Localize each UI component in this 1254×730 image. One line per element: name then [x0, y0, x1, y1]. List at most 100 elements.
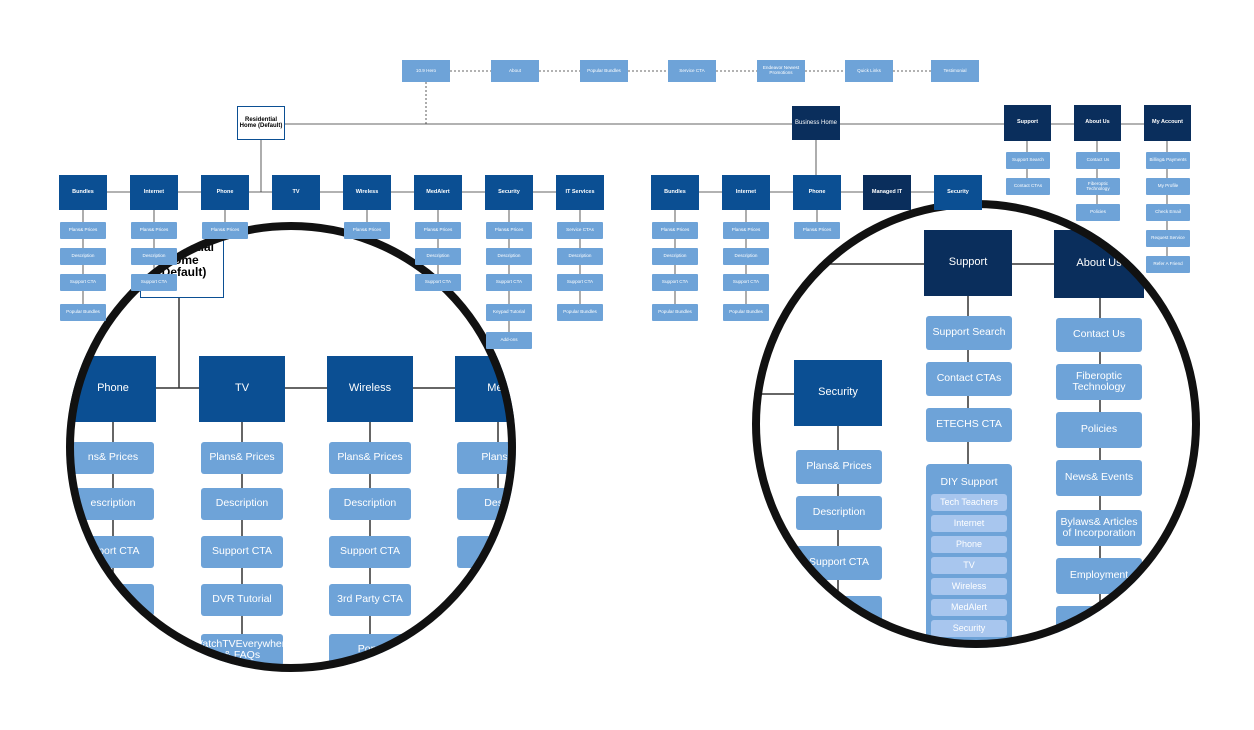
residential-subpage: Plans& Prices: [131, 222, 177, 239]
lens-subpage: Support CTA: [201, 536, 283, 568]
top-section-box: Quick Links: [845, 60, 893, 82]
business-subpage: Plans& Prices: [794, 222, 840, 239]
residential-subpage: Plans& Prices: [415, 222, 461, 239]
top-section-box: About: [491, 60, 539, 82]
residential-subpage: Popular Bundles: [60, 304, 106, 321]
lens-subpage: Plans&: [457, 442, 516, 474]
residential-subpage: Popular Bundles: [557, 304, 603, 321]
residential-subpage: Description: [415, 248, 461, 265]
residential-subpage: Plans& Prices: [60, 222, 106, 239]
lens-diy-support-item: Security: [931, 620, 1007, 637]
residential-subpage: Support CTA: [60, 274, 106, 291]
business-subpage: Popular Bundles: [723, 304, 769, 321]
lens-subpage: Support CTA: [329, 536, 411, 568]
utility-subpage: Fiberoptic Technology: [1076, 178, 1120, 195]
lens-subpage: ns& Prices: [72, 442, 154, 474]
lens-subpage: escription: [72, 488, 154, 520]
utility-subpage: Contact CTAs: [1006, 178, 1050, 195]
lens-category: TV: [199, 356, 285, 422]
residential-subpage: Service CTAs: [557, 222, 603, 239]
lens-subpage: WatchTVEverywhere & FAQs: [201, 634, 283, 666]
lens-diy-support-item: TV: [931, 557, 1007, 574]
lens-about-subpage: Employment: [1056, 558, 1142, 594]
lens-support-subpage: Contact CTAs: [926, 362, 1012, 396]
lens-diy-support-label: DIY Support: [940, 476, 998, 488]
business-subpage: Plans& Prices: [723, 222, 769, 239]
top-section-box: 10.9 Hero: [402, 60, 450, 82]
lens-subpage: Plans& Prices: [201, 442, 283, 474]
lens-subpage: Description: [329, 488, 411, 520]
utility-subpage: Check Email: [1146, 204, 1190, 221]
residential-subpage: Support CTA: [557, 274, 603, 291]
lens-diy-support-item: Tech Teachers: [931, 494, 1007, 511]
residential-subpage: Description: [557, 248, 603, 265]
utility-category: My Account: [1144, 105, 1191, 141]
lens-about-subpage: Bylaws& Articles of Incorporation: [1056, 510, 1142, 546]
residential-subpage: Description: [486, 248, 532, 265]
residential-category: Phone: [201, 175, 249, 210]
lens-security-subpage: Plans& Prices: [796, 450, 882, 484]
top-section-box: Service CTA: [668, 60, 716, 82]
lens-subpage: Plans& Prices: [329, 442, 411, 474]
business-category: Internet: [722, 175, 770, 210]
lens-about-subpage: Fiberoptic Technology: [1056, 364, 1142, 400]
lens-about-category: About Us: [1054, 230, 1144, 298]
business-category: Security: [934, 175, 982, 210]
lens-subpage: S: [457, 536, 516, 568]
lens-diy-support-item: Phone: [931, 536, 1007, 553]
lens-support-subpage: Support Search: [926, 316, 1012, 350]
lens-security-subpage-partial: [796, 596, 882, 630]
residential-subpage: Plans& Prices: [344, 222, 390, 239]
residential-subpage: Support CTA: [415, 274, 461, 291]
residential-subpage: Keypad Tutorial: [486, 304, 532, 321]
utility-subpage: Policies: [1076, 204, 1120, 221]
residential-subpage: Add-ons: [486, 332, 532, 349]
residential-home-root: Residential Home (Default): [237, 106, 285, 140]
residential-subpage: Support CTA: [486, 274, 532, 291]
utility-subpage: Support Search: [1006, 152, 1050, 169]
lens-category: Med: [455, 356, 516, 422]
lens-diy-support-item: Wireless: [931, 578, 1007, 595]
lens-about-subpage-partial: [1056, 606, 1142, 642]
lens-subpage: Description: [201, 488, 283, 520]
top-section-box: Popular Bundles: [580, 60, 628, 82]
utility-subpage: Refer A Friend: [1146, 256, 1190, 273]
lens-security-subpage: Description: [796, 496, 882, 530]
residential-subpage: Plans& Prices: [486, 222, 532, 239]
lens-subpage: Popu: [329, 634, 411, 666]
lens-diy-support-item: Internet: [931, 515, 1007, 532]
business-subpage: Popular Bundles: [652, 304, 698, 321]
business-subpage: Description: [723, 248, 769, 265]
top-section-box: Testimonial: [931, 60, 979, 82]
lens-subpage: ks: [72, 584, 154, 616]
residential-category: TV: [272, 175, 320, 210]
lens-subpage: upport CTA: [72, 536, 154, 568]
business-subpage: Description: [652, 248, 698, 265]
lens-about-subpage: News& Events: [1056, 460, 1142, 496]
lens-subpage: DVR Tutorial: [201, 584, 283, 616]
lens-category: Wireless: [327, 356, 413, 422]
lens-support-subpage: ETECHS CTA: [926, 408, 1012, 442]
residential-category: Internet: [130, 175, 178, 210]
lens-subpage: 3rd Party CTA: [329, 584, 411, 616]
lens-security-subpage: Support CTA: [796, 546, 882, 580]
lens-category: Phone: [70, 356, 156, 422]
residential-category: Bundles: [59, 175, 107, 210]
business-category: Phone: [793, 175, 841, 210]
residential-category: MedAlert: [414, 175, 462, 210]
business-category: Bundles: [651, 175, 699, 210]
utility-category: About Us: [1074, 105, 1121, 141]
business-home-root: Business Home: [792, 106, 840, 140]
residential-category: Security: [485, 175, 533, 210]
lens-diy-support-item: MedAlert: [931, 599, 1007, 616]
business-subpage: Plans& Prices: [652, 222, 698, 239]
utility-subpage: Request Service: [1146, 230, 1190, 247]
lens-about-subpage: Policies: [1056, 412, 1142, 448]
business-category: Managed IT: [863, 175, 911, 210]
residential-subpage: Description: [131, 248, 177, 265]
business-subpage: Support CTA: [652, 274, 698, 291]
residential-subpage: Support CTA: [131, 274, 177, 291]
utility-subpage: My Profile: [1146, 178, 1190, 195]
